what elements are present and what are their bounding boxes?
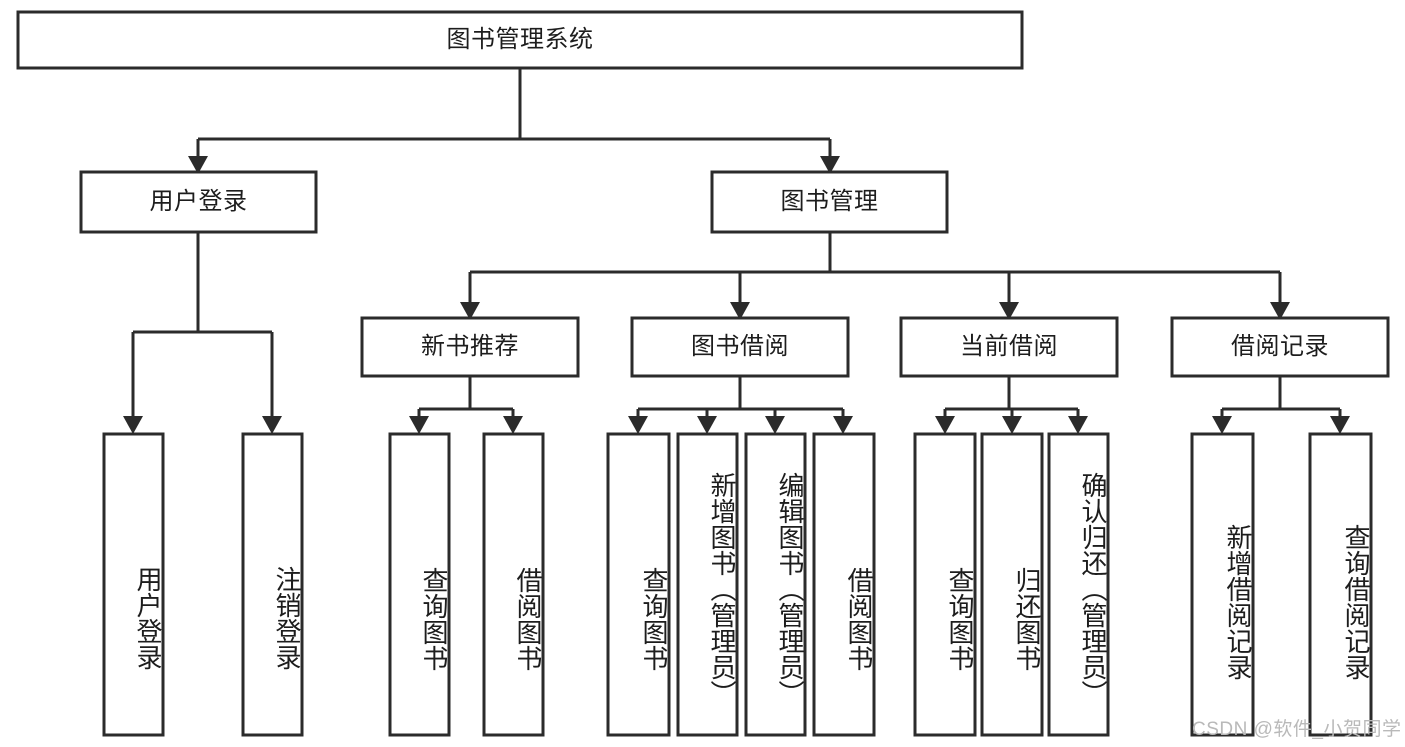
leaf-add-book-admin-box[interactable] [676,432,739,737]
leaf-query-borrow-record-box[interactable] [1308,432,1373,737]
node-borrow-record-box[interactable] [1170,316,1390,378]
leaf-borrow-book-a-box[interactable] [482,432,545,737]
leaf-add-borrow-record-box[interactable] [1190,432,1255,737]
leaf-query-book-c-box[interactable] [913,432,977,737]
leaf-borrow-book-b-box[interactable] [812,432,876,737]
connector-userlogin-to-leaves [123,232,282,434]
connector-bookborrow-to-leaves [628,376,853,434]
leaf-query-book-b-box[interactable] [606,432,671,737]
connector-currentborrow-to-leaves [935,376,1088,434]
node-book-manage-box[interactable] [710,170,949,234]
connector-borrowrecord-to-leaves [1212,376,1350,434]
leaf-confirm-return-box[interactable] [1047,432,1110,737]
leaf-user-login-box[interactable] [102,432,165,737]
node-book-borrow-box[interactable] [630,316,850,378]
leaf-logout-box[interactable] [241,432,304,737]
leaf-edit-book-admin-box[interactable] [744,432,807,737]
node-new-book-rec-box[interactable] [360,316,580,378]
node-user-login-box[interactable] [79,170,318,234]
connector-newbook-to-leaves [409,376,523,434]
node-root-box[interactable] [16,10,1024,70]
connector-bookmanage-to-level3 [460,232,1290,320]
connector-root-to-level2 [188,68,840,174]
leaf-query-book-a-box[interactable] [388,432,451,737]
leaf-return-book-box[interactable] [980,432,1044,737]
node-current-borrow-box[interactable] [899,316,1119,378]
